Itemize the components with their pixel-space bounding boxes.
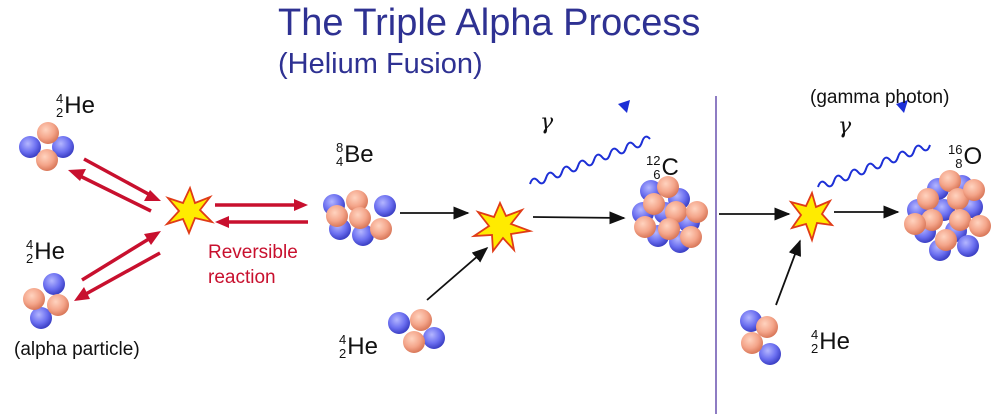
fusion-flash-3	[788, 190, 835, 243]
oxygen-nucleus	[904, 170, 991, 261]
helium-nucleus-right	[740, 310, 781, 365]
gamma-wave-1	[529, 135, 651, 185]
carbon-nucleus	[632, 176, 708, 253]
helium-nucleus-top-left	[19, 122, 74, 171]
reaction-arrows	[400, 205, 900, 306]
beryllium-nucleus	[323, 190, 396, 246]
helium-nucleus-mid-left	[23, 273, 69, 329]
reversible-label-line-2: reaction	[208, 267, 276, 288]
gamma-wave-2	[817, 144, 931, 188]
gamma-arrowhead-2	[896, 100, 908, 113]
fusion-flash-2	[470, 200, 534, 254]
diagram-subtitle: (Helium Fusion)	[278, 48, 483, 80]
alpha-particle-label: (alpha particle)	[14, 339, 140, 360]
reversible-label-line-1: Reversible	[208, 242, 298, 263]
gamma-photon-label: (gamma photon)	[810, 87, 950, 108]
reversible-reaction-label: Reversible reaction	[208, 240, 298, 290]
gamma-symbol-1: γ	[540, 110, 554, 135]
fusion-flash-1	[164, 185, 215, 236]
helium-nucleus-bottom	[388, 309, 445, 353]
gamma-symbol-2: γ	[838, 114, 852, 139]
reversible-arrows	[68, 157, 308, 301]
gamma-arrowhead-1	[618, 100, 630, 113]
diagram-title: The Triple Alpha Process	[278, 2, 701, 44]
